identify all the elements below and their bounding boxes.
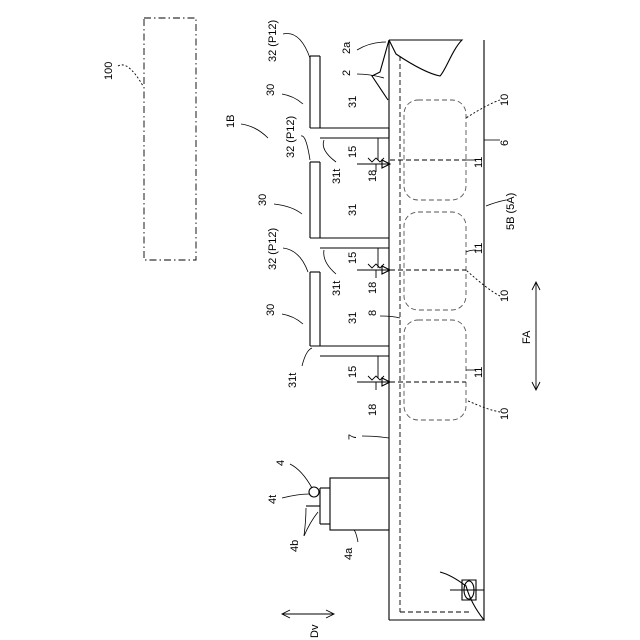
label-18-top: 18 (367, 170, 379, 182)
label-5B: 5B (5A) (505, 193, 517, 230)
label-4: 4 (275, 460, 287, 466)
label-31t-mid: 31t (331, 281, 343, 296)
label-31-mid: 31 (347, 204, 359, 216)
label-18-bot: 18 (367, 404, 379, 416)
label-18-mid: 18 (367, 282, 379, 294)
label-2: 2 (341, 70, 353, 76)
label-31-top: 31 (347, 96, 359, 108)
unit-100-box (144, 18, 196, 260)
label-11-top: 11 (473, 157, 485, 168)
arrow-FA (532, 282, 540, 390)
label-32-top: 32 (P12) (267, 20, 279, 62)
label-15-bot: 15 (347, 366, 359, 378)
cell-11-mid (404, 212, 466, 310)
label-4t: 4t (267, 495, 279, 504)
label-31-bot: 31 (347, 312, 359, 324)
label-4b: 4b (289, 540, 301, 552)
leader-100 (118, 65, 143, 86)
label-32-mid: 32 (P12) (285, 116, 297, 158)
charger-circuit-bot (357, 376, 390, 390)
label-1B: 1B (225, 115, 237, 128)
label-100: 100 (103, 62, 115, 80)
label-30-bot: 30 (265, 304, 277, 316)
label-7: 7 (347, 434, 359, 440)
engine-4a (330, 478, 389, 530)
label-11-mid: 11 (473, 243, 485, 254)
label-15-top: 15 (347, 146, 359, 158)
bow-structure-2 (372, 40, 389, 100)
label-6: 6 (499, 140, 511, 146)
propeller (450, 580, 484, 600)
label-31t-top: 31t (331, 169, 343, 184)
label-31t-bot: 31t (287, 373, 299, 388)
label-Dv: Dv (309, 624, 321, 638)
label-8: 8 (367, 310, 379, 316)
charger-circuit-mid (357, 264, 390, 278)
label-10-top: 10 (499, 94, 511, 106)
label-30-top: 30 (265, 84, 277, 96)
label-10-mid: 10 (499, 290, 511, 302)
label-32-bot: 32 (P12) (267, 228, 279, 270)
engine-top-4t (309, 487, 319, 497)
cell-11-top (404, 100, 466, 200)
label-2a: 2a (341, 41, 353, 54)
label-30-mid: 30 (257, 194, 269, 206)
cell-11-bot (404, 320, 466, 420)
arrow-Dv (282, 610, 334, 618)
hull (389, 40, 484, 620)
label-15-mid: 15 (347, 252, 359, 264)
label-11-bot: 11 (473, 367, 485, 378)
label-4a: 4a (343, 547, 355, 560)
label-FA: FA (521, 330, 533, 344)
label-10-bot: 10 (499, 408, 511, 420)
